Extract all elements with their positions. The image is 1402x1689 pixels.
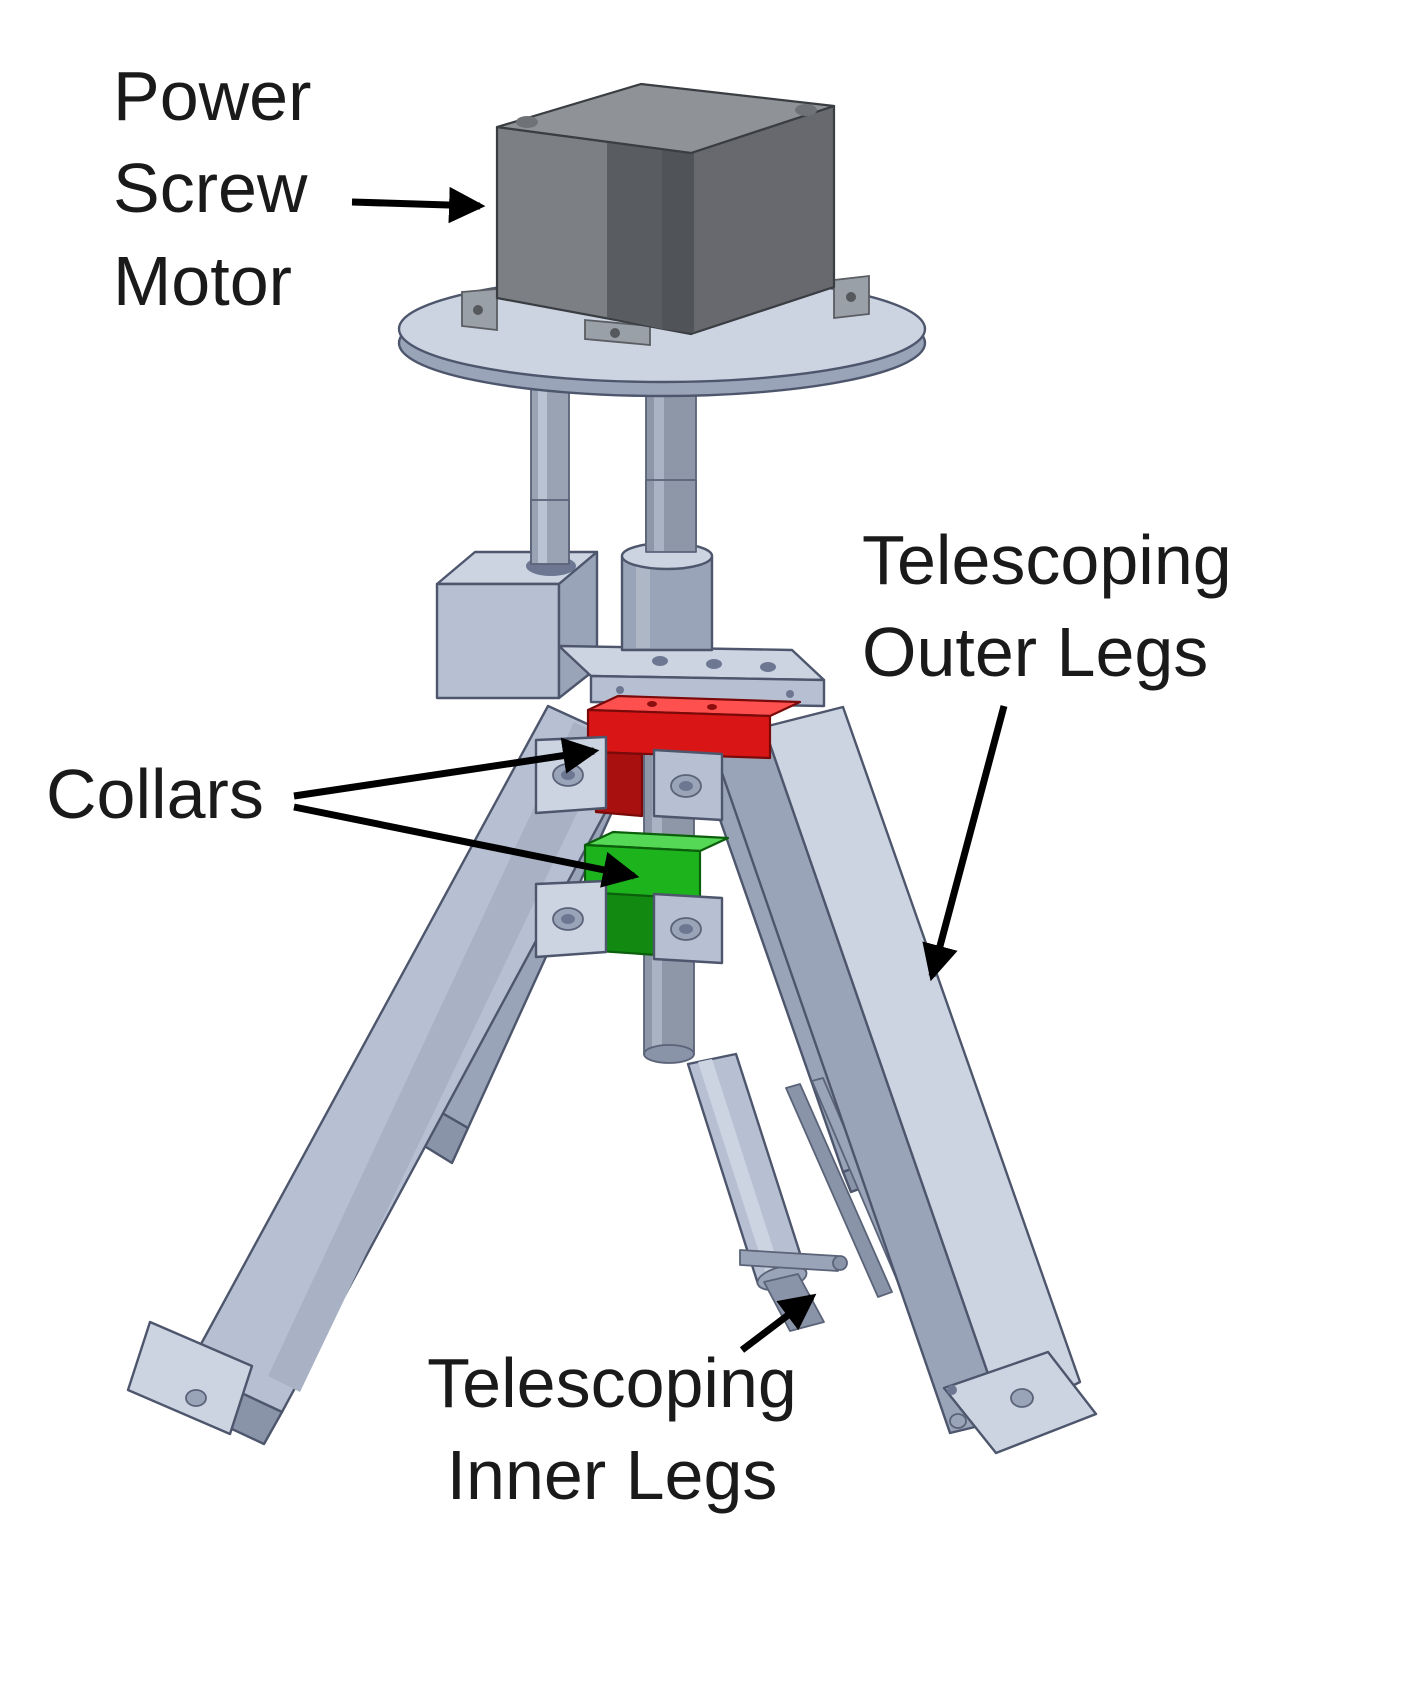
inner-leg-cylinder-highlight [698,1059,780,1274]
power-screw-upper-highlight [654,346,664,554]
motor-top-face [495,82,836,155]
outer-leg-left-channel [268,722,612,1392]
outer-leg-left-foot-hole [185,1389,207,1407]
motor-bracket-right-hole [846,292,856,302]
inner-leg-cross-pin [739,1249,839,1272]
outer-leg-left [126,704,642,1446]
nut-highlight [636,558,650,648]
upper-collar-bolt-1 [647,701,657,707]
motor-front-slot [607,133,662,329]
power-screw-through-nut [645,479,697,553]
outer-leg-right-outer-face [762,705,1082,1422]
screw-nut-cylinder [620,479,714,652]
motor-bracket-front-hole [610,328,620,338]
arrow-to-upper-collar [293,737,600,800]
outer-leg-left-foot [126,1320,254,1436]
outer-leg-right [710,705,1098,1455]
power-screw-end-cap [643,1044,695,1064]
motor-corner-boss-left [516,116,538,128]
label-power-screw-motor: Power Screw Motor [113,57,312,320]
guide-rod-highlight [538,346,547,559]
motor-bracket-left-hole [473,305,483,315]
outer-leg-right-foot-hole-2 [949,1413,967,1429]
lower-collar-pin-left-core [561,914,575,924]
power-screw-through-nut-highlight [654,481,664,551]
carriage-front-face [435,582,561,700]
shelf-bolt-2 [786,690,794,698]
upper-collar [534,694,802,822]
upper-collar-pin-right-core [679,781,693,791]
label-telescoping-inner-legs: Telescoping Inner Legs [427,1344,797,1515]
inner-leg-bar-1 [785,1083,893,1298]
lower-collar-pin-right-core [679,924,693,934]
upper-collar-bolt-2 [707,704,717,710]
shelf-hole-3 [760,662,776,672]
shelf-bolt-1 [616,686,624,694]
inner-leg-pin-cap [832,1255,848,1271]
arrow-to-inner-leg [739,1293,817,1353]
motor-front-slot-side [662,133,694,333]
arrow-to-outer-leg [922,705,1008,982]
shelf-hole-2 [706,659,722,669]
outer-leg-right-foot-bolt [947,1385,957,1395]
label-telescoping-outer-legs: Telescoping Outer Legs [862,521,1232,692]
guide-rod-entering [530,499,570,565]
upper-collar-pin-left-core [561,770,575,780]
outer-leg-right-foot-hole-1 [1010,1388,1034,1408]
arrow-to-motor [351,186,486,224]
power-screw-motor-body [461,82,870,346]
shelf-hole-1 [652,656,668,666]
arrow-to-lower-collar [293,803,640,888]
motor-corner-boss-right [795,104,817,116]
annotation-arrows [293,186,1008,1353]
guide-rod-entering-highlight [538,501,547,563]
label-collars: Collars [46,755,264,833]
